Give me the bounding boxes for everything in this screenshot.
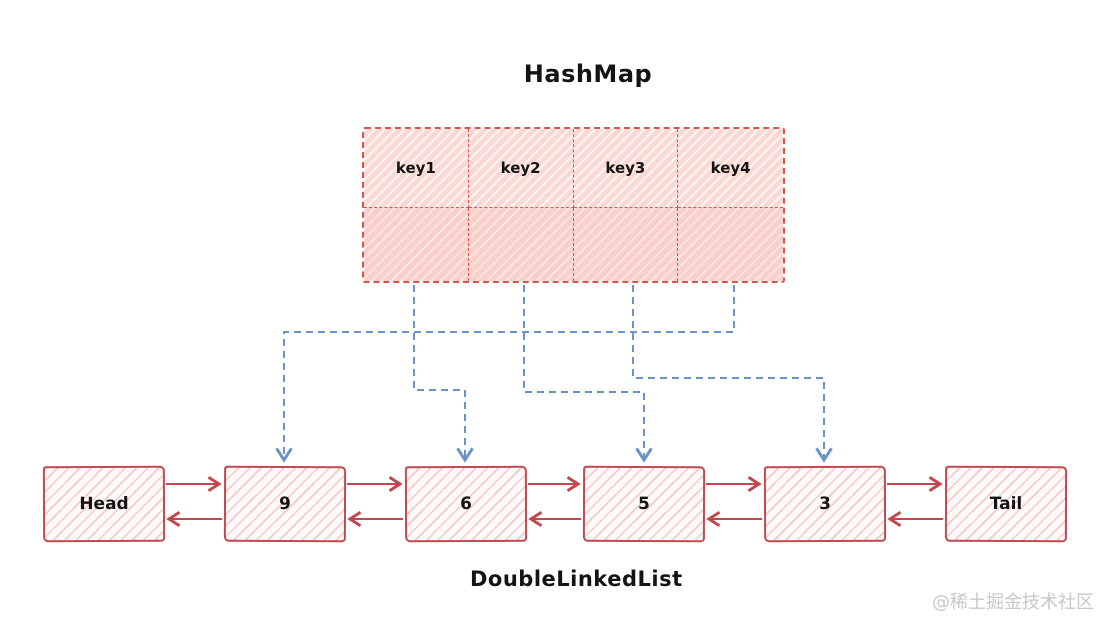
hashmap-cell-key3: key3 [573, 129, 679, 208]
list-node-head: Head [42, 465, 166, 543]
hashmap-title: HashMap [523, 60, 653, 88]
linked-list-title: DoubleLinkedList [470, 567, 683, 591]
hashmap-table: key1 key2 key3 key4 [362, 127, 785, 283]
list-node-tail: Tail [944, 465, 1068, 543]
hashmap-cell-value-4 [678, 208, 783, 281]
pointer-arrow-key4-to-node9 [275, 285, 735, 463]
hashmap-cell-key4: key4 [678, 129, 783, 208]
list-node-9: 9 [223, 465, 347, 543]
watermark-text: @稀土掘金技术社区 [932, 592, 1094, 613]
list-node-6: 6 [404, 465, 528, 543]
pointer-arrow-key1-to-node6 [413, 285, 474, 463]
hashmap-cell-key1: key1 [364, 129, 469, 208]
pointer-arrow-key3-to-node3 [632, 285, 833, 463]
list-node-5: 5 [582, 465, 706, 543]
pointer-arrow-key2-to-node5 [523, 285, 653, 463]
hashmap-cell-value-2 [468, 208, 574, 281]
hashmap-pointer-arrows [275, 285, 833, 463]
hashmap-cell-value-3 [573, 208, 679, 281]
hashmap-cell-key2: key2 [468, 129, 574, 208]
list-node-3: 3 [763, 465, 887, 543]
hashmap-cell-value-1 [364, 208, 469, 281]
